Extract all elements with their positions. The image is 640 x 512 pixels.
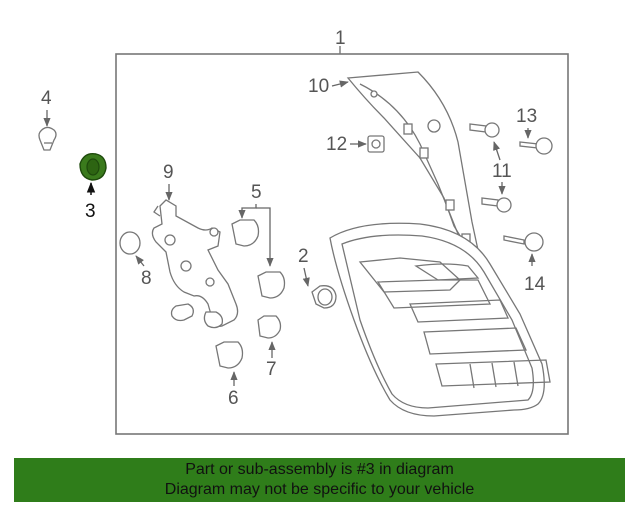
callout-14: 14 — [524, 274, 546, 295]
part-10-bezel[interactable] — [346, 71, 479, 253]
callout-10: 10 — [308, 76, 329, 97]
part-7-small-bulb[interactable] — [257, 315, 282, 339]
part-3-grommet[interactable] — [79, 153, 107, 181]
part-5-bulbs[interactable] — [231, 219, 286, 299]
part-2-socket[interactable] — [311, 285, 337, 309]
callout-9: 9 — [163, 162, 174, 183]
callout-7: 7 — [266, 359, 277, 380]
callout-13: 13 — [516, 106, 537, 127]
callout-2: 2 — [298, 246, 309, 267]
callout-4: 4 — [41, 88, 52, 109]
callout-5: 5 — [251, 182, 262, 203]
callout-6: 6 — [228, 388, 239, 409]
part-13-clip[interactable] — [519, 137, 553, 155]
assembly-frame — [115, 46, 569, 435]
part-9-socket-harness[interactable] — [151, 199, 239, 329]
tail-lamp-lens[interactable] — [329, 222, 551, 417]
callout-12: 12 — [326, 134, 347, 155]
callout-3: 3 — [85, 201, 96, 222]
callout-11: 11 — [492, 161, 512, 182]
callout-1: 1 — [335, 28, 346, 49]
banner-line-2: Diagram may not be specific to your vehi… — [164, 481, 475, 498]
part-4-clip[interactable] — [38, 126, 57, 151]
part-14-clip[interactable] — [503, 232, 544, 252]
callout-8: 8 — [141, 268, 152, 289]
part-11-screws[interactable] — [469, 122, 512, 213]
part-12-nut[interactable] — [367, 135, 385, 153]
part-8-cap[interactable] — [119, 231, 141, 255]
banner-line-1: Part or sub-assembly is #3 in diagram — [185, 461, 454, 478]
part-6-bulb[interactable] — [215, 341, 244, 369]
info-banner: Part or sub-assembly is #3 in diagram Di… — [14, 458, 625, 502]
